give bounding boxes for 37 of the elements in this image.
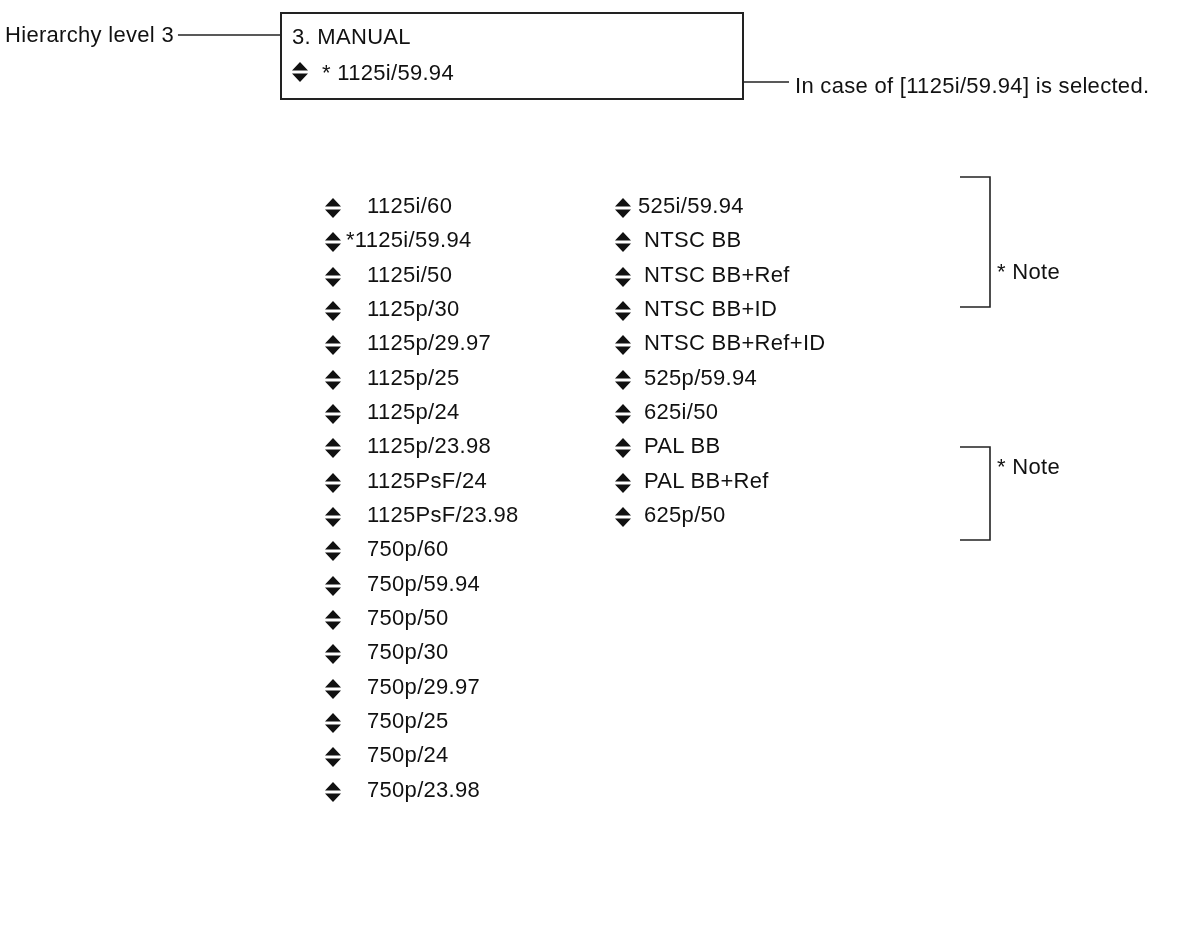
hierarchy-label: Hierarchy level 3 [5, 22, 174, 48]
menu-display-box [280, 12, 744, 100]
option-text: 750p/59.94 [367, 570, 481, 597]
leader-line [177, 34, 281, 36]
note-label: * Note [997, 454, 1060, 480]
leader-line [743, 81, 790, 83]
menu-title: 3. MANUAL [292, 24, 411, 50]
option-text: NTSC BB+ID [644, 296, 778, 322]
option-text: NTSC BB+Ref [644, 261, 790, 288]
option-text: 1125p/23.98 [367, 433, 491, 460]
note-text: In case of [1125i/59.94] is selected. [795, 72, 1151, 100]
option-text: 525i/59.94 [638, 193, 744, 219]
option-text: 1125p/29.97 [367, 330, 491, 357]
option-text: 1125p/25 [367, 364, 460, 391]
option-text: 1125p/30 [367, 296, 460, 322]
option-text: 1125i/50 [367, 261, 453, 288]
option-text: 625p/50 [644, 501, 726, 528]
option-text: 750p/29.97 [367, 673, 481, 700]
option-text: NTSC BB+Ref+ID [644, 330, 826, 357]
option-text: 1125p/24 [367, 398, 460, 425]
option-text: 625i/50 [644, 398, 719, 425]
option-text: NTSC BB [644, 227, 742, 254]
option-text: 1125PsF/24 [367, 467, 487, 494]
option-text: 750p/50 [367, 604, 449, 631]
option-text: 750p/60 [367, 536, 449, 563]
option-text: PAL BB [644, 433, 721, 460]
option-text: 750p/23.98 [367, 776, 481, 803]
option-text: *1125i/59.94 [346, 227, 472, 254]
selected-value: * 1125i/59.94 [322, 60, 454, 86]
option-text: 750p/30 [367, 639, 449, 666]
note-label: * Note [997, 259, 1060, 285]
option-text: 1125PsF/23.98 [367, 501, 519, 528]
option-text: PAL BB+Ref [644, 467, 769, 494]
option-text: 525p/59.94 [644, 364, 758, 391]
option-text: 750p/24 [367, 742, 449, 769]
option-text: 750p/25 [367, 707, 449, 734]
option-text: 1125i/60 [367, 193, 453, 219]
